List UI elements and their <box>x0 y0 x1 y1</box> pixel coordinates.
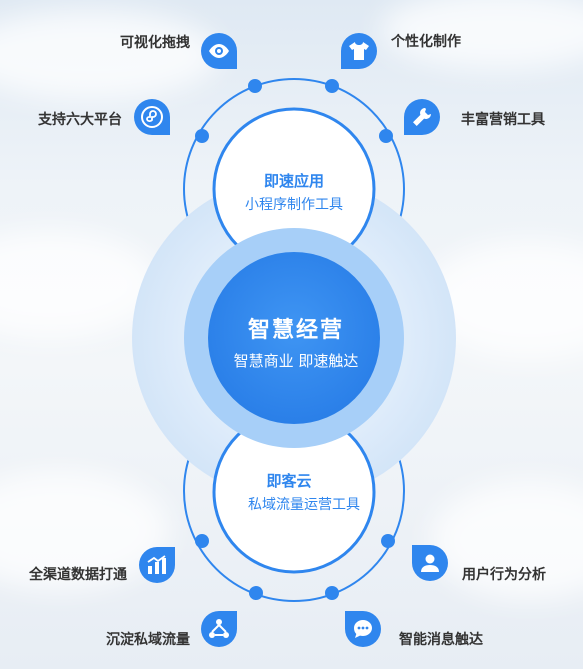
eye-icon <box>201 33 237 69</box>
feature-label-all-channel-data: 全渠道数据打通 <box>29 567 127 583</box>
network-icon <box>201 611 237 647</box>
bottom-bubble-subtitle: 私域流量运营工具 <box>248 497 360 513</box>
top-bubble-subtitle: 小程序制作工具 <box>245 197 343 213</box>
wrench-icon <box>404 99 440 135</box>
tshirt-icon <box>341 33 377 69</box>
feature-label-personalized: 个性化制作 <box>391 34 461 50</box>
orbit-dot <box>248 79 262 93</box>
orbit-dot <box>195 129 209 143</box>
top-bubble-title: 即速应用 <box>263 172 324 190</box>
orbit-dot <box>195 534 209 548</box>
chat-icon <box>345 611 381 647</box>
orbit-dot <box>249 586 263 600</box>
feature-label-marketing-tools: 丰富营销工具 <box>461 112 545 128</box>
user-icon <box>412 545 448 581</box>
feature-label-user-behavior: 用户行为分析 <box>462 567 546 583</box>
bottom-bubble-title: 即客云 <box>266 472 312 490</box>
orbit-dot <box>325 79 339 93</box>
feature-label-smart-message: 智能消息触达 <box>399 632 483 648</box>
core-circle <box>208 252 380 424</box>
feature-label-six-platforms: 支持六大平台 <box>38 112 122 128</box>
bar-chart-icon <box>139 547 175 583</box>
center-subtitle: 智慧商业 即速触达 <box>233 352 359 370</box>
orbit-dot <box>379 129 393 143</box>
feature-label-visual-drag: 可视化拖拽 <box>120 35 190 51</box>
feature-label-private-traffic: 沉淀私域流量 <box>106 632 190 648</box>
mini-program-icon <box>134 99 170 135</box>
orbit-dot <box>325 586 339 600</box>
orbit-dot <box>381 534 395 548</box>
center-title: 智慧经营 <box>247 318 344 343</box>
